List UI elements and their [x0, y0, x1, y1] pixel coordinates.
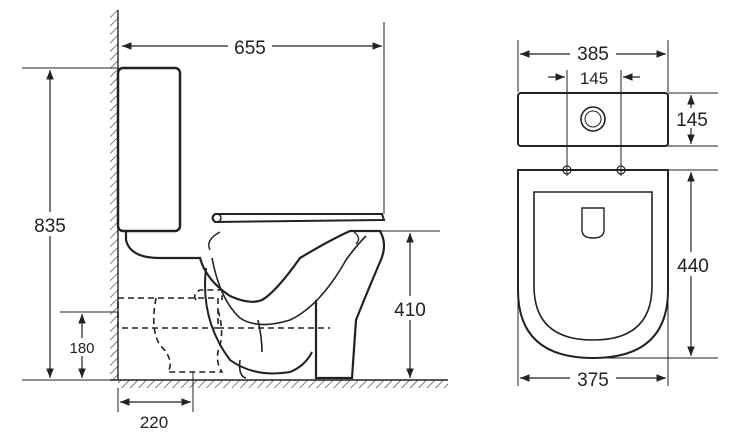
flush-valve	[208, 231, 221, 251]
hinge-icon	[212, 213, 222, 223]
wall-hatch	[110, 10, 118, 380]
dim-bowl-width-label: 375	[577, 370, 609, 391]
dim-height-label: 835	[34, 216, 66, 237]
cistern-outline	[116, 66, 182, 233]
bowl-inner	[211, 235, 367, 326]
bowl-top-inner	[533, 191, 653, 341]
foot-curve	[238, 359, 247, 379]
side-view: 655 835 410 180 220	[22, 10, 448, 432]
bowl-top-outline	[517, 169, 669, 360]
dim-tank-depth-label: 145	[676, 110, 708, 131]
flush-button-inner	[584, 110, 602, 128]
dim-hole-spacing-label: 145	[580, 69, 608, 88]
drain-icon	[581, 207, 605, 239]
bowl-outline	[124, 229, 386, 380]
outlet-pipe-dashed	[117, 289, 330, 373]
dim-outlet-label: 180	[69, 340, 94, 357]
dim-depth-label: 655	[234, 38, 266, 59]
top-view: 385 145 145 440 375	[517, 40, 718, 391]
dim-seat-label: 410	[394, 300, 426, 321]
trap-inner	[257, 319, 263, 353]
trapway-curve	[204, 267, 313, 375]
dim-offset-label: 220	[140, 413, 168, 432]
floor-hatch	[118, 380, 448, 388]
seat-lid	[211, 213, 386, 224]
dim-bowl-length-label: 440	[677, 256, 709, 277]
tank-top-outline	[517, 92, 669, 147]
rim-detail	[353, 231, 360, 245]
dim-tank-width-label: 385	[577, 44, 609, 65]
flush-button-icon	[580, 106, 606, 132]
